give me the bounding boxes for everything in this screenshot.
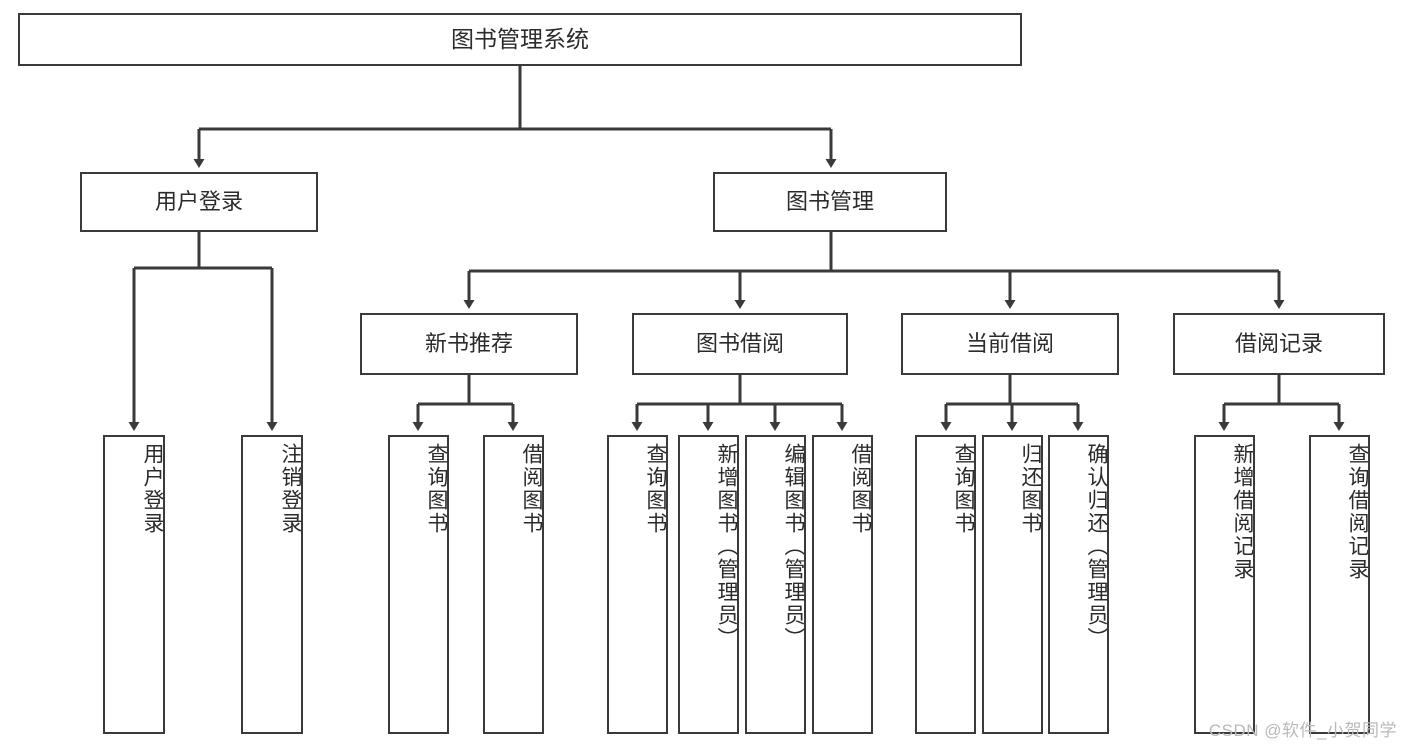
node-label: 借阅记录 xyxy=(1234,331,1323,357)
node-label: 查询图书 xyxy=(425,443,448,535)
node-label: 查询图书 xyxy=(952,443,975,535)
node-root-book-management-system[interactable]: 图书管理系统 xyxy=(18,13,1022,66)
leaf-book-borrow-borrow-book[interactable]: 借阅图书 xyxy=(812,435,873,734)
node-label: 新书推荐 xyxy=(424,331,513,357)
leaf-book-borrow-query-book[interactable]: 查询图书 xyxy=(607,435,668,734)
watermark-text: CSDN @软件_小贺同学 xyxy=(1208,721,1397,740)
node-label: 确认归还（管理员） xyxy=(1085,443,1108,650)
node-label: 用户登录 xyxy=(154,189,243,215)
leaf-user-login-login[interactable]: 用户登录 xyxy=(103,435,165,734)
node-label: 新增图书（管理员） xyxy=(715,443,738,650)
node-label: 图书管理 xyxy=(785,189,874,215)
node-label: 编辑图书（管理员） xyxy=(782,443,805,650)
leaf-current-borrow-confirm-return-admin[interactable]: 确认归还（管理员） xyxy=(1048,435,1109,734)
leaf-current-borrow-query-book[interactable]: 查询图书 xyxy=(915,435,976,734)
node-label: 图书借阅 xyxy=(695,331,784,357)
node-label: 查询借阅记录 xyxy=(1346,443,1369,581)
node-borrow-record[interactable]: 借阅记录 xyxy=(1173,313,1385,375)
node-label: 注销登录 xyxy=(279,443,302,535)
node-label: 图书管理系统 xyxy=(451,25,589,52)
node-label: 当前借阅 xyxy=(965,331,1054,357)
node-label: 新增借阅记录 xyxy=(1231,443,1254,581)
leaf-borrow-record-query-record[interactable]: 查询借阅记录 xyxy=(1309,435,1370,734)
leaf-current-borrow-return-book[interactable]: 归还图书 xyxy=(982,435,1043,734)
node-book-management[interactable]: 图书管理 xyxy=(713,172,947,232)
leaf-book-borrow-add-book-admin[interactable]: 新增图书（管理员） xyxy=(678,435,739,734)
node-book-borrow[interactable]: 图书借阅 xyxy=(632,313,848,375)
leaf-new-book-borrow-book[interactable]: 借阅图书 xyxy=(483,435,544,734)
node-label: 借阅图书 xyxy=(520,443,543,535)
leaf-borrow-record-add-record[interactable]: 新增借阅记录 xyxy=(1194,435,1255,734)
node-new-book-recommend[interactable]: 新书推荐 xyxy=(360,313,578,375)
node-label: 查询图书 xyxy=(644,443,667,535)
leaf-new-book-query-book[interactable]: 查询图书 xyxy=(388,435,449,734)
leaf-user-login-logout[interactable]: 注销登录 xyxy=(241,435,303,734)
leaf-book-borrow-edit-book-admin[interactable]: 编辑图书（管理员） xyxy=(745,435,806,734)
node-label: 归还图书 xyxy=(1019,443,1042,535)
node-user-login[interactable]: 用户登录 xyxy=(80,172,318,232)
node-current-borrow[interactable]: 当前借阅 xyxy=(901,313,1119,375)
node-label: 用户登录 xyxy=(141,443,164,535)
node-label: 借阅图书 xyxy=(849,443,872,535)
